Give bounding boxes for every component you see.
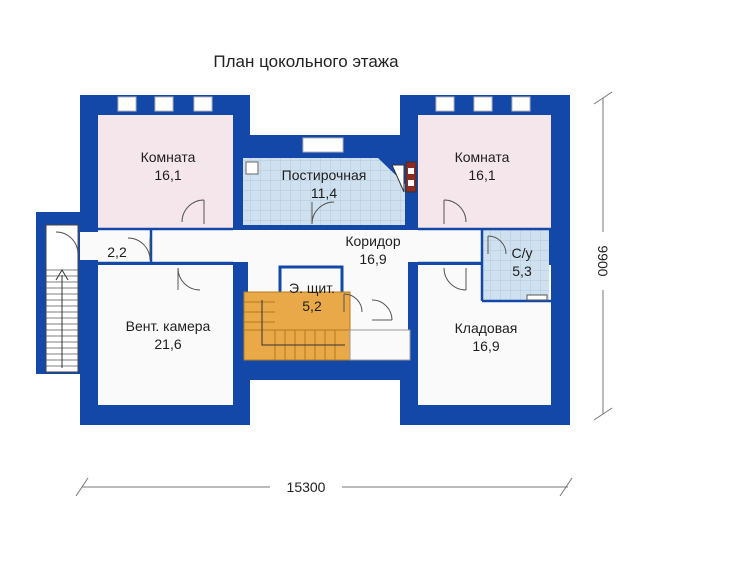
width-dimension-label: 15300 <box>287 479 326 495</box>
label-storage-area: 16,9 <box>472 338 499 354</box>
label-ventilation-name: Вент. камера <box>126 318 211 334</box>
label-bathroom-name: С/у <box>512 245 533 261</box>
label-corridor-name: Коридор <box>345 233 401 249</box>
label-bathroom-area: 5,3 <box>512 263 532 279</box>
room-floors <box>98 115 551 405</box>
height-dimension: 9900 <box>593 91 613 421</box>
room-labels: Комната 16,1 Комната 16,1 Постирочная 11… <box>107 149 532 354</box>
label-room-left-name: Комната <box>141 149 196 165</box>
windows <box>117 96 531 153</box>
bathroom-fixtures <box>526 294 548 301</box>
plan-title: План цокольного этажа <box>213 52 399 71</box>
label-laundry-area: 11,4 <box>311 185 337 201</box>
label-vestibule-area: 2,2 <box>107 244 127 260</box>
label-room-right-name: Комната <box>455 149 510 165</box>
label-corridor-area: 16,9 <box>359 251 386 267</box>
label-electrical-name: Э. щит. <box>289 280 335 296</box>
label-laundry-name: Постирочная <box>282 167 367 183</box>
height-dimension-label: 9900 <box>595 245 611 276</box>
partitions <box>98 227 551 303</box>
entrance-door <box>55 231 98 260</box>
inner-staircase <box>243 291 411 361</box>
label-electrical-area: 5,2 <box>302 298 322 314</box>
label-room-right-area: 16,1 <box>468 167 495 183</box>
label-ventilation-area: 21,6 <box>154 336 181 352</box>
label-storage-name: Кладовая <box>455 320 518 336</box>
laundry-fixtures <box>245 161 259 175</box>
label-room-left-area: 16,1 <box>154 167 181 183</box>
door-swings <box>127 199 507 321</box>
exterior-staircase <box>36 212 80 374</box>
chimney <box>391 161 417 193</box>
width-dimension: 15300 <box>75 477 573 497</box>
